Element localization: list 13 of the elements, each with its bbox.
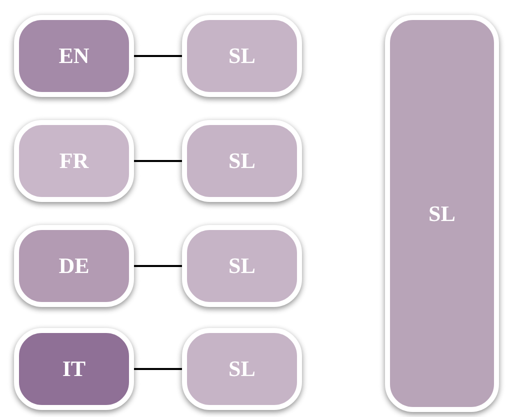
language-code: SL — [228, 148, 256, 174]
language-code: SL — [228, 253, 256, 279]
language-code: DE — [58, 253, 90, 279]
language-code: SL — [428, 200, 456, 226]
connector-line — [134, 160, 182, 162]
language-code: IT — [62, 356, 86, 382]
language-code: SL — [228, 356, 256, 382]
connector-line — [134, 55, 182, 57]
connector-line — [134, 368, 182, 370]
connector-line — [134, 265, 182, 267]
language-code: FR — [59, 148, 89, 174]
language-code: EN — [58, 43, 90, 69]
language-code: SL — [228, 43, 256, 69]
